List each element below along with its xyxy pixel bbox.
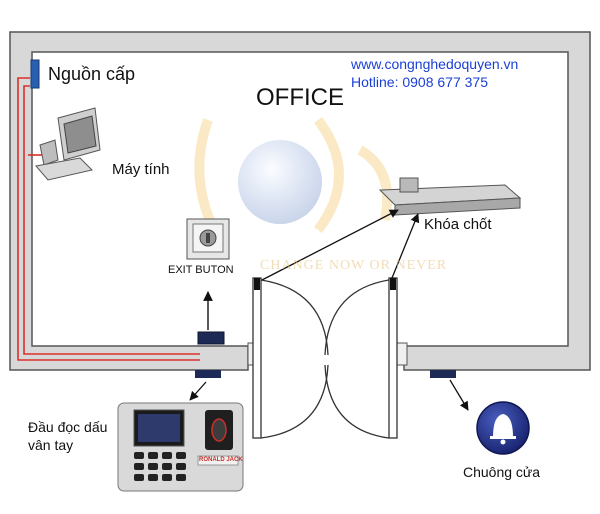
- exit-button-mount: [197, 331, 225, 345]
- doorbell-icon: [476, 401, 530, 455]
- arrow-to-reader: [189, 381, 207, 401]
- computer-icon: [35, 107, 101, 181]
- hotline-text: Hotline: 0908 677 375: [351, 74, 488, 90]
- electric-lock-device: [378, 177, 522, 216]
- arrow-to-doorbell: [449, 379, 469, 411]
- reader-brand: RONALD JACK: [199, 457, 243, 463]
- reader-label-line2: vân tay: [28, 437, 74, 453]
- reader-label-line1: Đầu đọc dấu: [28, 419, 108, 435]
- power-label: Nguồn cấp: [48, 64, 136, 84]
- doorbell-label: Chuông cửa: [463, 464, 541, 480]
- computer-label: Máy tính: [112, 161, 170, 178]
- website-text: www.congnghedoquyen.vn: [351, 56, 519, 72]
- globe-icon: [238, 140, 322, 224]
- lock-label: Khóa chốt: [424, 216, 492, 233]
- arrow-door-to-lock-left: [261, 209, 399, 281]
- watermark-logo: [194, 116, 393, 234]
- power-supply: [30, 59, 40, 89]
- double-door: [252, 277, 398, 439]
- fingerprint-reader-device: [117, 402, 244, 492]
- arrow-door-to-lock-right: [391, 213, 420, 279]
- exit-button-device: [186, 218, 230, 260]
- exit-button-label: EXIT BUTON: [168, 264, 234, 276]
- wiring: [17, 77, 200, 361]
- office-walls: [9, 31, 591, 371]
- bell-mount: [430, 370, 456, 378]
- reader-mount: [195, 370, 221, 378]
- office-title: OFFICE: [256, 84, 344, 111]
- watermark-slogan: CHANGE NOW OR NEVER: [260, 258, 448, 273]
